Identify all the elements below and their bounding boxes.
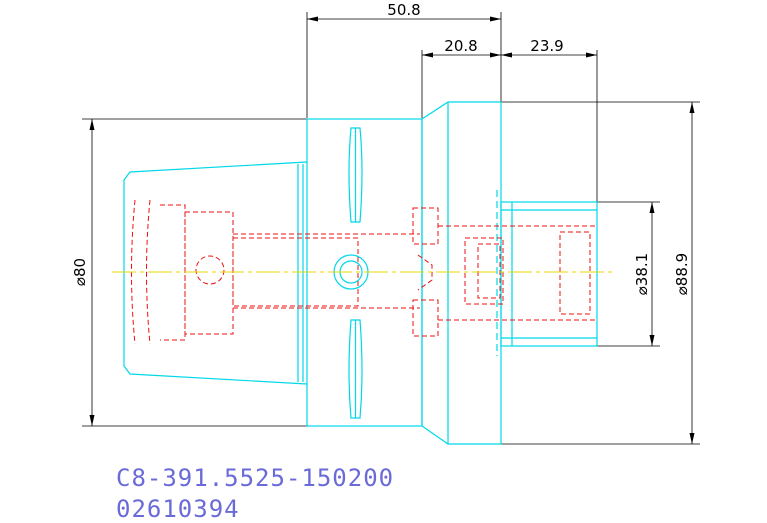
dim-flange-diameter: ⌀88.9 [673, 253, 691, 295]
part-number-label: C8-391.5525-150200 [116, 464, 395, 492]
dim-flange-length: 20.8 [444, 37, 477, 55]
item-code-label: 02610394 [116, 495, 240, 523]
dimension-lines [82, 12, 700, 445]
part-outline [123, 101, 598, 445]
dim-bore-diameter: ⌀38.1 [633, 253, 651, 295]
dim-overall-length: 50.8 [387, 1, 420, 19]
dimension-arrows [89, 16, 695, 444]
dim-pilot-length: 23.9 [530, 37, 563, 55]
dim-shank-diameter: ⌀80 [71, 258, 89, 286]
